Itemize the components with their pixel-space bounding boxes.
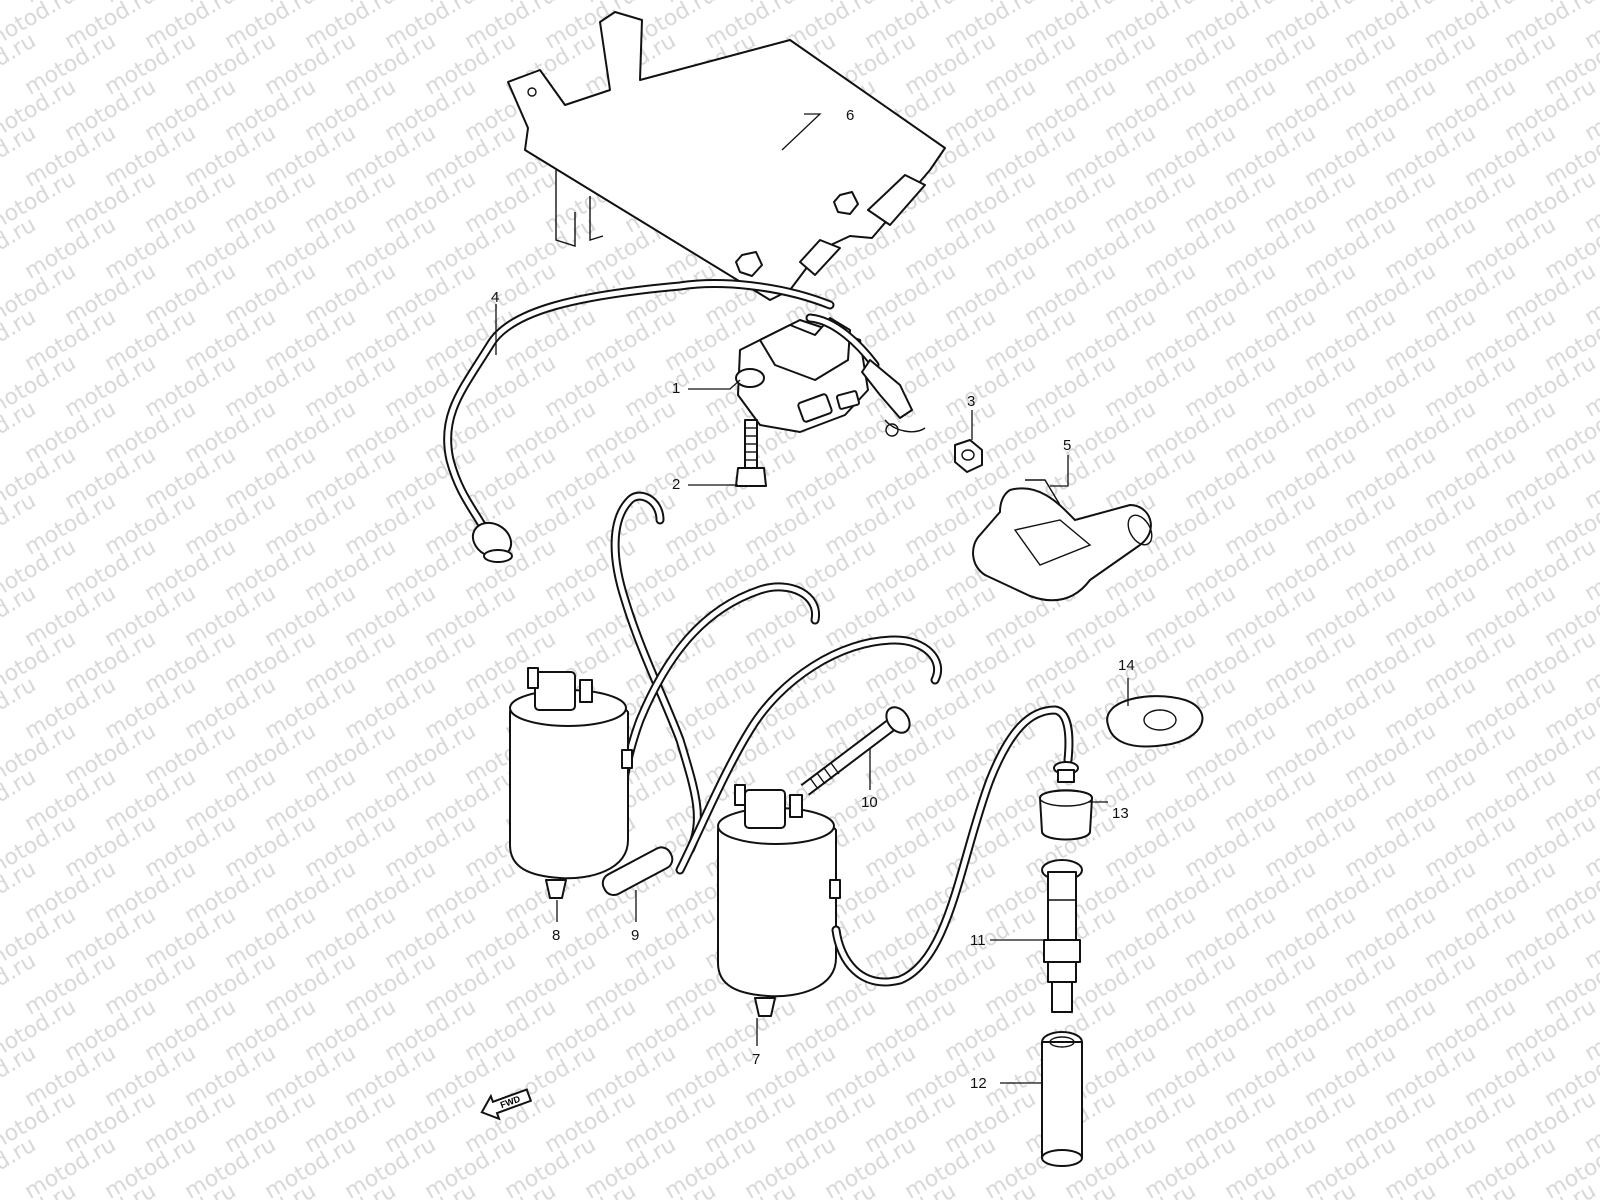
- callout-8: 8: [552, 927, 561, 944]
- callout-1: 1: [672, 380, 681, 397]
- leader-lines: [495, 113, 1129, 1084]
- callout-3: 3: [967, 393, 976, 410]
- callout-11: 11: [970, 932, 986, 949]
- long-bolt: [800, 706, 911, 796]
- bolt-part-2: [735, 419, 767, 487]
- plug-cap-rubber: [1039, 761, 1093, 841]
- nut-part-3: [954, 439, 983, 473]
- forward-direction-arrow: FWD: [480, 1088, 533, 1121]
- ht-lead: [443, 279, 835, 563]
- ignition-coil-front: [717, 784, 841, 1017]
- callout-9: 9: [631, 927, 640, 944]
- plug-connector: [1041, 859, 1083, 1013]
- callout-7: 7: [752, 1051, 761, 1068]
- igniter-module: [735, 313, 926, 437]
- plug-sleeve: [1041, 1031, 1083, 1167]
- callout-2: 2: [672, 476, 681, 493]
- coil-lead: [831, 705, 1074, 987]
- callout-10: 10: [861, 794, 878, 811]
- callout-5: 5: [1063, 437, 1072, 454]
- mounting-bracket: [507, 11, 946, 301]
- callout-12: 12: [970, 1075, 987, 1092]
- callout-14: 14: [1118, 657, 1135, 674]
- callout-13: 13: [1112, 805, 1129, 822]
- callout-6: 6: [846, 107, 855, 124]
- rubber-cover: [972, 479, 1153, 602]
- ignition-coil-rear: [509, 667, 633, 899]
- grommet: [1106, 695, 1204, 748]
- callout-4: 4: [491, 289, 500, 306]
